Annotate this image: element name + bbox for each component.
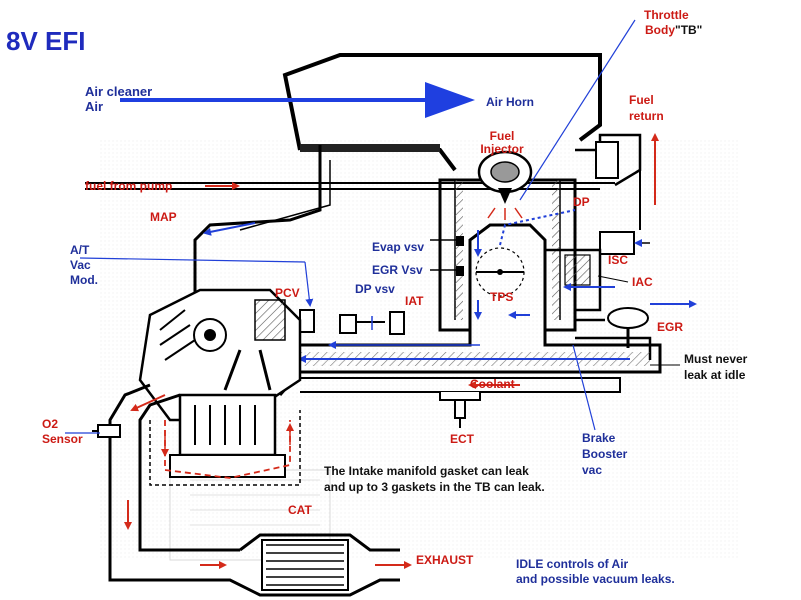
dp-label: DP bbox=[573, 195, 590, 209]
fuel-return-label: Fuel bbox=[629, 93, 654, 107]
must-never-label: Must never bbox=[684, 352, 748, 366]
air-cleaner-label-2: Air bbox=[85, 99, 104, 114]
throttle-body-text: Body bbox=[645, 23, 675, 37]
gasket-note-2: and up to 3 gaskets in the TB can leak. bbox=[324, 480, 545, 494]
throttle-body-label: Throttle bbox=[644, 8, 689, 22]
fuel-injector-label-2: Injector bbox=[480, 142, 524, 156]
isc-label: ISC bbox=[608, 253, 629, 267]
egr-vsv-label: EGR Vsv bbox=[372, 263, 423, 277]
must-never-label-2: leak at idle bbox=[684, 368, 746, 382]
evap-vsv-label: Evap vsv bbox=[372, 240, 425, 254]
brake-booster-label-3: vac bbox=[582, 463, 603, 477]
exhaust-system bbox=[92, 383, 412, 597]
iat-label: IAT bbox=[405, 294, 424, 308]
crankcase-flow bbox=[149, 410, 301, 486]
fuel-from-pump-label: fuel from pump bbox=[85, 179, 173, 193]
fuel-injector-label: Fuel bbox=[489, 129, 515, 143]
ect-label: ECT bbox=[450, 432, 474, 446]
idle-note: IDLE controls of Air bbox=[516, 557, 629, 571]
exhaust-label: EXHAUST bbox=[416, 553, 474, 567]
manifold-sensors bbox=[299, 309, 405, 335]
air-flow-arrow bbox=[120, 82, 475, 118]
map-vacuum-line bbox=[193, 145, 331, 320]
fuel-return-label-2: return bbox=[629, 109, 664, 123]
vacuum-switching-valves bbox=[430, 209, 576, 320]
throttle-body-tb-text: "TB" bbox=[675, 23, 703, 37]
iac-label: IAC bbox=[632, 275, 653, 289]
air-cleaner-label: Air cleaner bbox=[85, 84, 153, 99]
pcv-label: PCV bbox=[275, 286, 300, 300]
at-vac-mod-label-3: Mod. bbox=[70, 273, 98, 287]
gasket-note: The Intake manifold gasket can leak bbox=[324, 464, 529, 478]
brake-booster-label: Brake bbox=[582, 431, 616, 445]
idle-note-2: and possible vacuum leaks. bbox=[516, 572, 675, 586]
air-horn-label: Air Horn bbox=[486, 95, 534, 109]
cat-label: CAT bbox=[288, 503, 312, 517]
egr-label: EGR bbox=[657, 320, 684, 334]
at-vac-mod-label: A/T bbox=[70, 243, 90, 257]
idle-air-control bbox=[545, 231, 650, 312]
coolant-label: Coolant bbox=[470, 377, 515, 391]
at-vac-mod-label-2: Vac bbox=[70, 258, 91, 272]
leader-lines bbox=[65, 19, 680, 434]
fuel-return-line bbox=[575, 133, 659, 230]
tps-label: TPS bbox=[490, 290, 514, 304]
o2-sensor-label-2: Sensor bbox=[42, 432, 83, 446]
brake-booster-label-2: Booster bbox=[582, 447, 628, 461]
dp-vsv-label: DP vsv bbox=[355, 282, 395, 296]
page-title: 8V EFI bbox=[6, 26, 86, 56]
o2-sensor-label: O2 bbox=[42, 417, 59, 431]
throttle-body-label-2: Body"TB" bbox=[645, 23, 702, 37]
map-label: MAP bbox=[150, 210, 177, 224]
air-horn-housing bbox=[282, 53, 602, 172]
